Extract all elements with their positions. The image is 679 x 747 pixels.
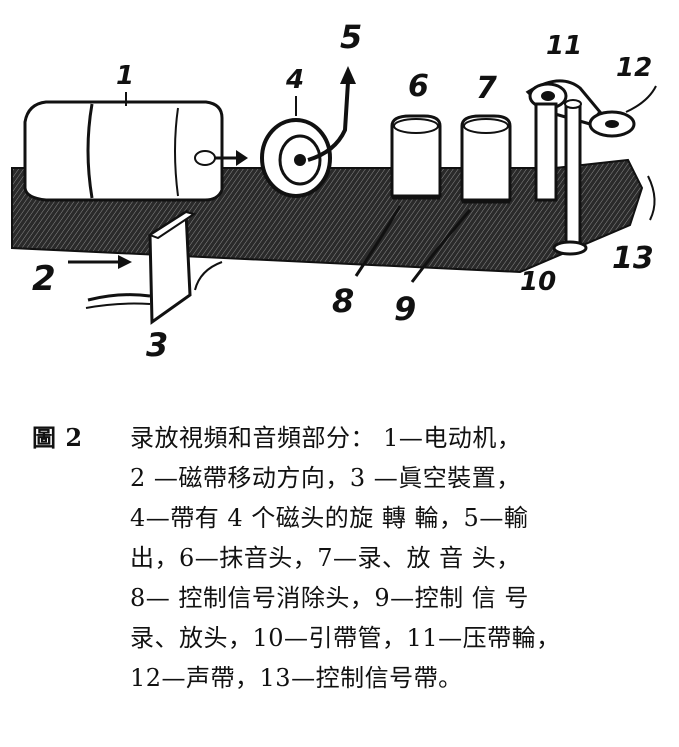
caption-text: 8— 控制信号消除头，9—控制 信 号 [130,584,529,612]
label-9: 9 [394,290,416,328]
caption-line: 2 —磁帶移动方向，3 —眞空裝置， [32,458,672,498]
label-13: 13 [612,241,654,276]
caption-text: 录、放头，10—引帶管，11—压帶輪， [130,624,561,652]
label-2: 2 [32,259,56,299]
caption-text: 录放視頻和音頻部分： 1—电动机， [130,424,522,452]
figure-number: 圖 2 [32,423,83,452]
leader-line-8 [354,205,402,277]
caption-text: 4—帶有 4 个磁头的旋 轉 輪，5—輸 [130,504,529,532]
label-6: 6 [408,69,429,104]
label-12: 12 [616,53,652,83]
leader-line-13 [647,175,656,221]
rotating-head-wheel [260,118,332,198]
label-7: 7 [476,71,497,106]
tape-mechanism-diagram: 1 2 3 4 5 6 7 8 9 10 11 12 13 [11,18,657,364]
label-11: 11 [546,31,582,61]
erase-head [390,114,442,200]
label-3: 3 [146,326,168,364]
leader-line-9 [410,209,472,283]
vacuum-device [85,209,223,325]
tape-guide [552,99,588,256]
caption-text: 12—声帶，13—控制信号帶。 [130,664,463,692]
label-10: 10 [520,267,556,297]
label-4: 4 [285,65,304,95]
caption-line: 8— 控制信号消除头，9—控制 信 号 [32,578,672,618]
label-8: 8 [332,282,354,320]
caption-line: 出，6—抹音头，7—录、放 音 头， [32,538,672,578]
output-arrow [307,66,356,162]
caption-line: 4—帶有 4 个磁头的旋 轉 輪，5—輸 [32,498,672,538]
caption-text: 2 —磁帶移动方向，3 —眞空裝置， [130,464,521,492]
caption-text: 出，6—抹音头，7—录、放 音 头， [130,544,521,572]
caption-line: 圖 2 录放視頻和音頻部分： 1—电动机， [32,418,672,458]
label-5: 5 [340,18,362,56]
direction-arrow [68,255,132,269]
label-1: 1 [116,61,134,91]
sound-track-reel [588,85,657,138]
record-play-head [460,114,512,204]
motor-drum [23,100,248,202]
caption-line: 12—声帶，13—控制信号帶。 [32,658,672,698]
caption-line: 录、放头，10—引帶管，11—压帶輪， [32,618,672,658]
